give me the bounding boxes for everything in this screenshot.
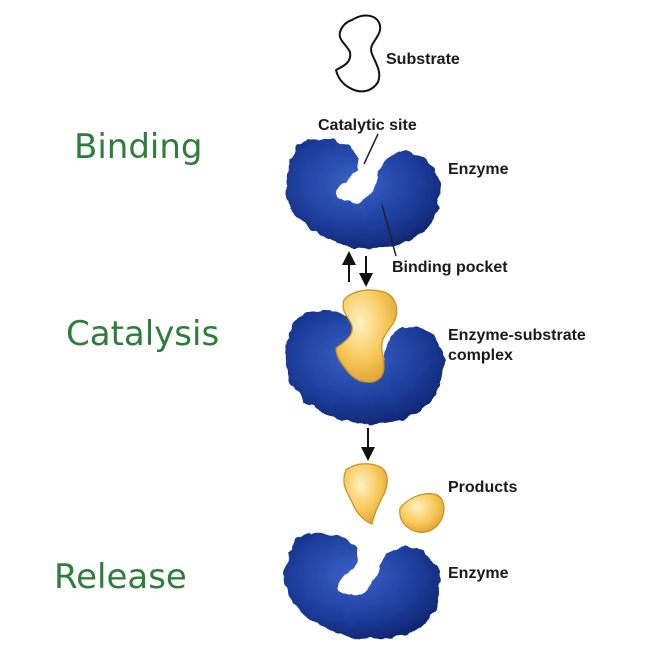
enzyme-blob-icon bbox=[285, 138, 440, 249]
product-fragment-icon bbox=[343, 463, 388, 525]
label-enzyme-substrate-complex-line1: Enzyme-substrate bbox=[448, 327, 586, 344]
enzyme-substrate-complex-icon bbox=[285, 289, 445, 424]
catalytic-site-leader-line bbox=[363, 133, 379, 165]
label-binding-pocket: Binding pocket bbox=[392, 259, 508, 276]
label-products: Products bbox=[448, 479, 517, 496]
label-catalytic-site: Catalytic site bbox=[318, 117, 417, 134]
stage-label-release: Release bbox=[54, 557, 187, 597]
label-enzyme-top: Enzyme bbox=[448, 161, 509, 178]
reversible-arrows-icon bbox=[342, 251, 373, 287]
label-enzyme-substrate-complex-line2: complex bbox=[448, 347, 513, 364]
stage-label-catalysis: Catalysis bbox=[66, 314, 219, 354]
binding-pocket-leader-line bbox=[381, 204, 397, 257]
stage-label-binding: Binding bbox=[74, 127, 202, 167]
enzyme-blob-icon bbox=[285, 532, 440, 640]
substrate-outline-icon bbox=[335, 14, 382, 93]
label-substrate: Substrate bbox=[386, 51, 460, 68]
product-fragment-icon bbox=[399, 493, 445, 533]
label-enzyme-bottom: Enzyme bbox=[448, 565, 509, 582]
